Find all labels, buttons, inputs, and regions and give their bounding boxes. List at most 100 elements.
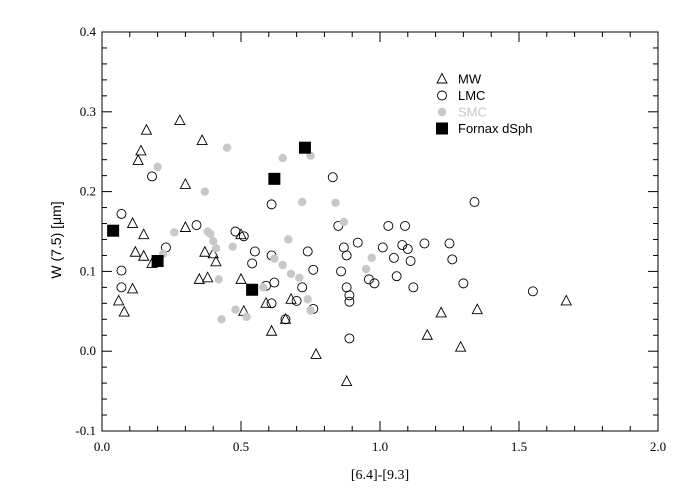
data-point	[129, 245, 142, 257]
data-point	[402, 244, 413, 255]
data-point	[302, 246, 313, 257]
data-point	[295, 273, 304, 282]
data-point	[560, 294, 573, 306]
data-point	[265, 324, 278, 336]
data-point	[344, 290, 355, 301]
series-smc	[153, 143, 376, 324]
data-point	[331, 198, 340, 207]
data-point	[201, 271, 214, 283]
data-point	[235, 272, 247, 284]
data-point	[153, 162, 162, 172]
data-point	[278, 260, 287, 270]
data-point	[344, 333, 355, 344]
y-axis-label: W (7.5) [μm]	[48, 201, 64, 278]
data-point	[336, 266, 347, 277]
data-point	[193, 272, 206, 284]
data-point	[135, 144, 147, 156]
data-point	[228, 242, 237, 251]
data-point	[280, 314, 291, 325]
data-point	[126, 282, 139, 294]
data-point	[286, 269, 296, 278]
data-point	[444, 238, 455, 249]
legend-marker	[437, 90, 447, 101]
data-point	[210, 255, 222, 267]
data-point	[435, 306, 447, 318]
data-point	[112, 294, 125, 306]
data-point	[405, 256, 416, 266]
data-point	[118, 305, 130, 317]
data-point	[206, 229, 215, 239]
data-point	[116, 282, 127, 293]
data-point	[147, 171, 157, 182]
data-point	[419, 238, 430, 249]
data-point	[211, 244, 221, 253]
legend-label: MW	[458, 72, 482, 87]
data-point	[126, 217, 139, 228]
data-point	[238, 231, 249, 242]
legend-marker	[436, 122, 448, 135]
data-point	[179, 221, 192, 232]
data-point	[231, 305, 240, 314]
data-point	[151, 255, 164, 268]
x-tick-label: 2.0	[650, 439, 666, 454]
data-point	[270, 254, 279, 263]
data-point	[388, 252, 399, 263]
data-point	[377, 242, 388, 253]
data-point	[303, 295, 312, 304]
data-point	[361, 264, 371, 274]
data-point	[408, 282, 419, 293]
data-point	[367, 253, 376, 263]
data-point	[469, 197, 480, 207]
x-tick-label: 1.0	[372, 439, 388, 454]
data-point	[217, 315, 226, 324]
data-point	[266, 298, 277, 309]
data-point	[259, 283, 268, 292]
data-point	[327, 172, 338, 183]
legend-marker	[436, 72, 448, 84]
data-point	[137, 249, 150, 261]
y-tick-label: 0.3	[80, 104, 96, 119]
data-point	[341, 250, 352, 261]
data-point	[383, 220, 394, 231]
axis-ticks	[101, 31, 659, 432]
data-point	[352, 237, 363, 248]
data-point	[116, 208, 127, 219]
data-point	[209, 236, 218, 246]
data-point	[340, 375, 353, 386]
data-point	[306, 306, 315, 315]
data-point	[170, 228, 179, 237]
legend-label: Fornax dSph	[458, 121, 532, 136]
data-point	[278, 153, 287, 163]
y-tick-label: 0.4	[80, 24, 97, 39]
data-point	[369, 278, 380, 289]
series-fornax-dsph	[107, 141, 311, 296]
data-point	[268, 172, 281, 185]
series-lmc	[116, 171, 538, 344]
data-point	[421, 328, 434, 340]
data-point	[339, 217, 349, 227]
data-point	[291, 295, 302, 306]
legend-marker	[437, 107, 447, 117]
y-tick-label: 0.1	[80, 263, 96, 278]
data-point	[249, 246, 260, 257]
data-point	[230, 226, 241, 237]
data-point	[199, 245, 211, 257]
data-point	[191, 220, 202, 231]
data-points	[107, 114, 573, 386]
data-point	[297, 282, 308, 293]
data-point	[107, 224, 120, 237]
data-point	[235, 228, 247, 240]
data-point	[284, 235, 293, 244]
data-point	[471, 303, 484, 315]
data-point	[207, 247, 219, 259]
x-tick-label: 0.5	[233, 439, 249, 454]
data-point	[391, 271, 402, 282]
x-tick-label: 1.5	[511, 439, 527, 454]
data-point	[200, 187, 210, 196]
y-tick-label: 0.2	[80, 184, 96, 199]
legend-label: LMC	[458, 88, 485, 103]
data-point	[344, 296, 355, 307]
data-point	[454, 340, 467, 352]
